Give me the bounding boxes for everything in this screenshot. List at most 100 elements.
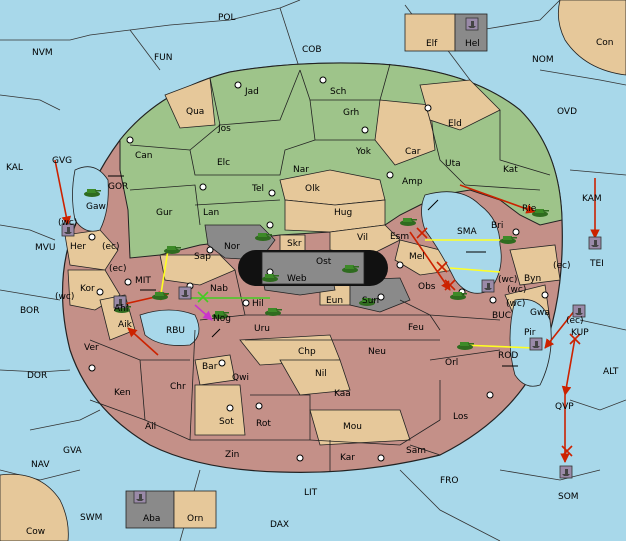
label-wc2: (wc) [498, 275, 517, 285]
label-wc5: (wc) [507, 285, 526, 295]
label-tei: TEI [589, 259, 604, 269]
failed-orders [197, 227, 581, 457]
label-feu: Feu [408, 323, 424, 333]
label-ovd: OVD [557, 107, 577, 117]
coast-arrows [108, 175, 518, 367]
label-bri: Bri [491, 221, 503, 231]
label-wc3: (wc) [506, 299, 525, 309]
cow-island [0, 473, 69, 541]
label-nar: Nar [293, 165, 309, 175]
byn-region [509, 244, 561, 286]
label-ost: Ost [316, 257, 332, 267]
label-elc: Elc [217, 158, 230, 168]
label-fun: FUN [154, 53, 173, 63]
label-wc1: (wc) [58, 218, 77, 228]
mou-region [309, 409, 411, 446]
label-uta: Uta [445, 159, 461, 169]
label-qua: Qua [186, 107, 204, 117]
label-mit: MIT [135, 276, 151, 286]
label-gvg: GVG [52, 156, 72, 166]
label-sun: Sun [362, 296, 379, 306]
label-web: Web [287, 274, 307, 284]
label-ken: Ken [114, 388, 131, 398]
label-elf: Elf [426, 39, 438, 49]
label-nav: NAV [31, 460, 50, 470]
label-bar: Bar [202, 362, 218, 372]
label-kam: KAM [582, 194, 602, 204]
label-jad: Jad [244, 87, 259, 97]
label-orn: Orn [187, 514, 203, 524]
label-hug: Hug [334, 208, 352, 218]
car-region [374, 99, 436, 166]
label-nom: NOM [532, 55, 554, 65]
label-kar: Kar [340, 453, 355, 463]
label-can: Can [135, 151, 153, 161]
label-ec1: (ec) [102, 242, 120, 252]
label-olk: Olk [305, 184, 321, 194]
label-eun: Eun [326, 296, 343, 306]
label-ec2: (ec) [553, 261, 571, 271]
label-alt: ALT [603, 367, 619, 377]
label-sam: Sam [406, 446, 426, 456]
qua-region [164, 77, 216, 129]
support-orders [159, 239, 536, 349]
con-island [557, 0, 626, 76]
label-jos: Jos [217, 124, 231, 134]
label-rie: Rie [522, 204, 537, 214]
label-kal: KAL [6, 163, 23, 173]
label-rot: Rot [256, 419, 271, 429]
label-yok: Yok [355, 147, 372, 157]
label-dor: DOR [27, 371, 47, 381]
label-sap: Sap [194, 252, 211, 262]
label-qvp: QVP [555, 402, 574, 412]
label-ver: Ver [84, 343, 99, 353]
label-nab: Nab [210, 284, 228, 294]
orn-region [173, 490, 217, 529]
label-aik: Aik [118, 320, 133, 330]
gor-sea [72, 166, 109, 232]
label-orl: Orl [445, 358, 458, 368]
label-skr: Skr [287, 239, 302, 249]
province-labels: POL Elf Hel Con NVM FUN COB NOM Jad Sch … [6, 13, 619, 537]
label-rbu: RBU [166, 326, 185, 336]
label-obs: Obs [418, 282, 436, 292]
rbu-sea [139, 309, 200, 346]
label-ec4: (ec) [566, 316, 584, 326]
label-qwi: Qwi [232, 373, 249, 383]
label-chp: Chp [298, 347, 316, 357]
label-nvm: NVM [32, 48, 53, 58]
label-tel: Tel [251, 184, 264, 194]
label-nor: Nor [224, 242, 240, 252]
label-byn: Byn [524, 274, 541, 284]
label-kup: KUP [571, 328, 589, 338]
label-con: Con [596, 38, 614, 48]
label-lit: LIT [304, 488, 318, 498]
supply-centers [88, 76, 549, 462]
label-mvu: MVU [35, 243, 56, 253]
label-kor: Kor [80, 284, 95, 294]
label-uru: Uru [254, 324, 270, 334]
label-ail: Ail [145, 422, 156, 432]
label-gaw: Gaw [86, 202, 106, 212]
label-nil: Nil [315, 369, 327, 379]
label-wc4: (wc) [55, 292, 74, 302]
label-gva: GVA [63, 446, 83, 456]
retreat-order [194, 304, 213, 321]
vil-region [329, 224, 401, 256]
eld-region [419, 79, 501, 131]
label-kaa: Kaa [334, 389, 351, 399]
label-gor: GOR [108, 182, 128, 192]
label-aba: Aba [143, 514, 160, 524]
label-eld: Eld [448, 119, 462, 129]
label-cob: COB [302, 45, 322, 55]
label-chr: Chr [170, 382, 186, 392]
label-cow: Cow [26, 527, 45, 537]
label-vil: Vil [357, 233, 368, 243]
label-sot: Sot [219, 417, 234, 427]
label-zin: Zin [225, 450, 239, 460]
sot-region [194, 384, 246, 436]
label-neu: Neu [368, 347, 386, 357]
label-grh: Grh [343, 108, 359, 118]
label-her: Her [70, 242, 86, 252]
label-gur: Gur [156, 208, 173, 218]
